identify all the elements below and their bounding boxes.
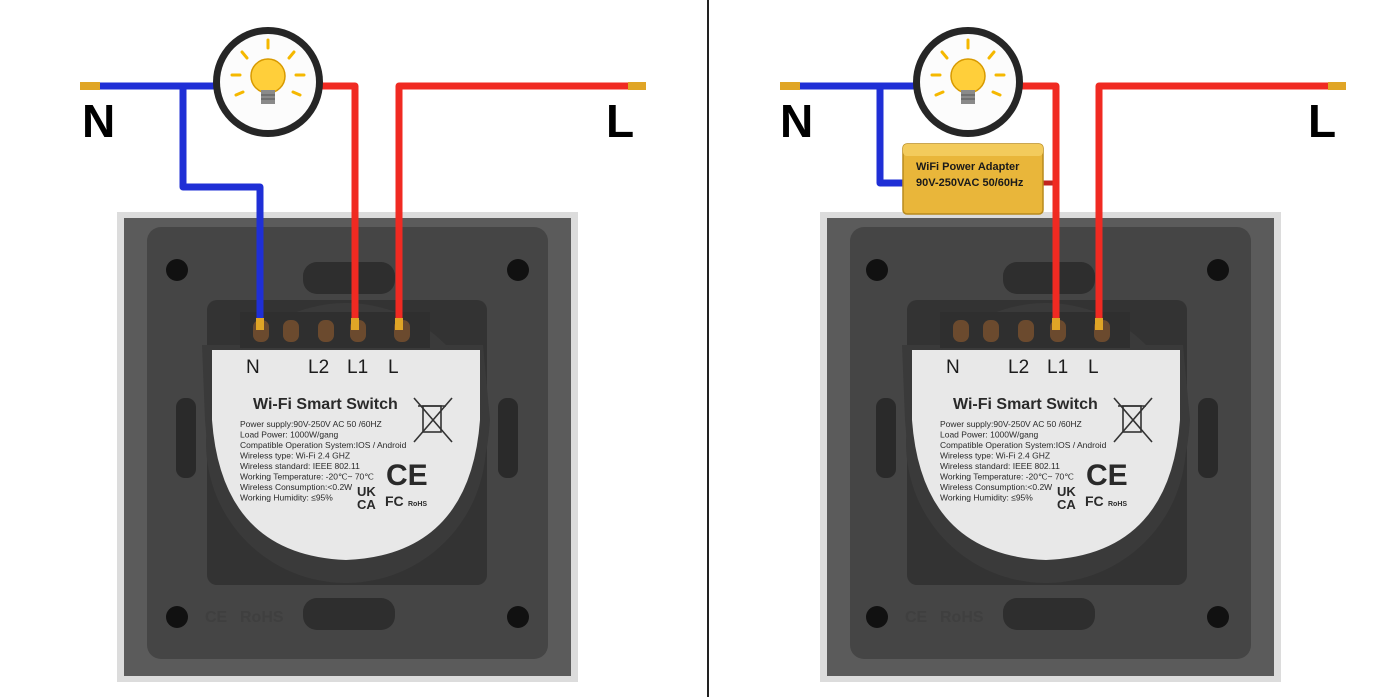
terminal-block — [953, 320, 1110, 342]
light-bulb-icon — [213, 27, 323, 137]
l-label: L — [1308, 95, 1336, 147]
embossed-rohs: RoHS — [240, 609, 284, 626]
light-bulb-icon — [913, 27, 1023, 137]
ukca-mark-bottom: CA — [357, 497, 376, 512]
spec-line: Working Humidity: ≤95% — [240, 493, 333, 503]
spec-line: Wireless standard: IEEE 802.11 — [940, 461, 1060, 471]
spec-line: Wireless type: Wi-Fi 2.4 GHZ — [940, 451, 1050, 461]
spec-line: Working Temperature: -20℃~ 70℃ — [240, 472, 374, 482]
spec-line: Working Humidity: ≤95% — [940, 493, 1033, 503]
weee-bin-icon — [1113, 397, 1153, 443]
terminal-label-l2: L2 — [308, 357, 329, 378]
ce-mark: CE — [1086, 459, 1128, 492]
neutral-wire — [800, 82, 915, 187]
spec-line: Wireless standard: IEEE 802.11 — [240, 461, 360, 471]
spec-line: Wireless type: Wi-Fi 2.4 GHZ — [240, 451, 350, 461]
module-title: Wi-Fi Smart Switch — [253, 396, 398, 413]
spec-line: Load Power: 1000W/gang — [240, 430, 339, 440]
spec-line: Compatible Operation System:IOS / Androi… — [240, 440, 407, 450]
ukca-mark-top: UK — [357, 484, 376, 499]
embossed-ce: CE — [205, 609, 228, 626]
spec-line: Wireless Consumption:<0.2W — [240, 482, 352, 492]
spec-line: Wireless Consumption:<0.2W — [940, 482, 1052, 492]
weee-bin-icon — [413, 397, 453, 443]
l-label: L — [606, 95, 634, 147]
wiring-diagram-with-adapter: CE RoHS N L2 L1 L Wi-Fi Smart Switch Pow… — [710, 0, 1400, 697]
wifi-power-adapter: WiFi Power Adapter 90V-250VAC 50/60Hz — [902, 143, 1044, 215]
spec-line: Power supply:90V-250V AC 50 /60HZ — [940, 419, 1082, 429]
spec-line: Working Temperature: -20℃~ 70℃ — [940, 472, 1074, 482]
wiring-diagram-svg: CE RoHS N L2 L1 L Wi-Fi Smart Switch Pow… — [80, 27, 646, 682]
n-label: N — [780, 95, 813, 147]
spec-line: Compatible Operation System:IOS / Androi… — [940, 440, 1107, 450]
live-wire — [1022, 82, 1328, 325]
spec-line: Power supply:90V-250V AC 50 /60HZ — [240, 419, 382, 429]
module-title: Wi-Fi Smart Switch — [953, 396, 1098, 413]
n-label: N — [82, 95, 115, 147]
wiring-diagram-direct: CE RoHS N L2 L1 L Wi-Fi Smart Switch Pow… — [80, 27, 646, 682]
adapter-label-line1: WiFi Power Adapter — [916, 161, 1020, 173]
ce-mark: CE — [386, 459, 428, 492]
neutral-wire — [100, 82, 264, 325]
adapter-label-line2: 90V-250VAC 50/60Hz — [916, 177, 1024, 189]
spec-line: Load Power: 1000W/gang — [940, 430, 1039, 440]
embossed-rohs: RoHS — [940, 609, 984, 626]
ukca-mark-bottom: CA — [1057, 497, 1076, 512]
terminal-label-l: L — [1088, 357, 1099, 378]
rohs-mark: RoHS — [408, 501, 427, 508]
terminal-label-l: L — [388, 357, 399, 378]
spec-list: Power supply:90V-250V AC 50 /60HZ Load P… — [240, 419, 407, 503]
panel-divider — [707, 0, 709, 697]
fc-mark: FC — [385, 493, 404, 509]
terminal-label-n: N — [246, 357, 260, 378]
terminal-label-l1: L1 — [1047, 357, 1068, 378]
ukca-mark-top: UK — [1057, 484, 1076, 499]
wiring-diagram-svg: CE RoHS N L2 L1 L Wi-Fi Smart Switch Pow… — [780, 27, 1346, 682]
embossed-ce: CE — [905, 609, 928, 626]
fc-mark: FC — [1085, 493, 1104, 509]
terminal-label-l1: L1 — [347, 357, 368, 378]
terminal-label-n: N — [946, 357, 960, 378]
wire-tips — [80, 82, 646, 330]
spec-list: Power supply:90V-250V AC 50 /60HZ Load P… — [940, 419, 1107, 503]
switch-module: N L2 L1 L Wi-Fi Smart Switch Power suppl… — [202, 303, 490, 583]
terminal-label-l2: L2 — [1008, 357, 1029, 378]
rohs-mark: RoHS — [1108, 501, 1127, 508]
live-wire — [322, 82, 628, 325]
wire-tips — [780, 82, 1346, 330]
switch-module: N L2 L1 L Wi-Fi Smart Switch Power suppl… — [902, 303, 1190, 583]
